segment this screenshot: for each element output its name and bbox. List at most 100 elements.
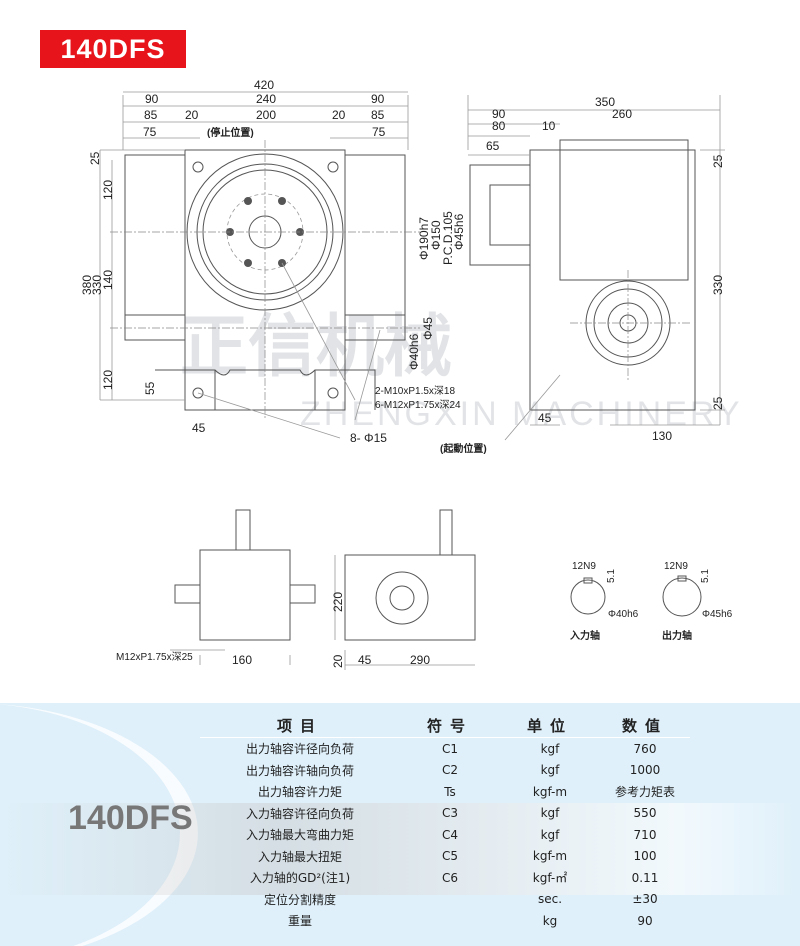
svg-text:入力轴: 入力轴 [570,629,600,642]
cell-item: 定位分割精度 [263,892,336,907]
svg-text:85: 85 [144,108,158,122]
svg-text:8- Φ15: 8- Φ15 [350,431,387,445]
cell-symbol: C5 [441,849,458,864]
cell-unit: kg [542,913,558,928]
cell-symbol: C2 [441,763,458,778]
svg-text:240: 240 [256,92,276,106]
cell-unit: kgf-㎡ [532,871,568,886]
header-item: 项目 [276,716,323,735]
cell-unit: kgf [540,827,560,842]
svg-text:90: 90 [492,107,506,121]
model-title-badge: 140DFS [40,30,186,68]
header-unit: 单位 [526,716,573,735]
cell-value: 90 [637,913,653,928]
cell-item: 重量 [287,914,312,929]
svg-text:75: 75 [143,125,157,139]
cell-unit: sec. [537,892,563,907]
cell-symbol [400,910,500,932]
model-label: 140DFS [68,799,193,837]
svg-text:45: 45 [192,421,206,435]
svg-text:80: 80 [492,119,506,133]
cell-value: 100 [633,849,657,864]
cell-item: 入力轴最大扭矩 [257,849,342,864]
svg-text:160: 160 [232,653,252,667]
front-dimensions: 420 90 240 90 85 20 200 20 85 75 75 (停止位… [80,78,461,445]
cell-item: 出力轴容许力矩 [257,785,342,800]
svg-text:P.C.D.105: P.C.D.105 [441,211,455,265]
svg-text:Φ40h6: Φ40h6 [407,333,421,370]
cell-unit: kgf [540,741,560,756]
svg-text:Φ40h6: Φ40h6 [608,609,639,620]
svg-text:12N9: 12N9 [664,561,688,572]
cell-item: 出力轴容许径向负荷 [245,742,354,757]
cell-item: 入力轴的GD²(注1) [249,871,351,886]
table-row: 重量 kg 90 [200,910,690,932]
svg-text:25: 25 [711,154,725,168]
table-header: 项目 符号 单位 数值 [200,713,690,738]
svg-text:90: 90 [145,92,159,106]
cell-symbol: Ts [444,784,456,799]
svg-text:5.1: 5.1 [700,569,711,583]
svg-text:90: 90 [371,92,385,106]
table-row: 出力轴容许轴向负荷 C2 kgf 1000 [200,760,690,782]
cell-symbol: C3 [441,806,458,821]
cell-value: 1000 [629,763,661,778]
svg-text:120: 120 [101,370,115,390]
svg-text:M12xP1.75x深25: M12xP1.75x深25 [116,651,193,663]
cell-symbol: C6 [441,870,458,885]
svg-text:200: 200 [256,108,276,122]
svg-text:260: 260 [612,107,632,121]
header-symbol: 符号 [426,716,473,735]
cell-unit: kgf-m [532,784,568,799]
header-value: 数值 [621,716,668,735]
cell-value: 710 [633,827,657,842]
svg-text:10: 10 [542,119,556,133]
table-row: 入力轴最大弯曲力矩 C4 kgf 710 [200,824,690,846]
svg-text:55: 55 [143,381,157,395]
svg-text:Φ45h6: Φ45h6 [702,609,733,620]
svg-text:Φ45h6: Φ45h6 [452,213,466,250]
svg-text:Φ45: Φ45 [421,317,435,340]
svg-text:ZHENGXIN MACHINERY: ZHENGXIN MACHINERY [300,395,743,433]
svg-text:140: 140 [101,270,115,290]
svg-text:420: 420 [254,78,274,92]
watermark: 正信机械 ZHENGXIN MACHINERY [180,309,743,433]
technical-drawing: 正信机械 ZHENGXIN MACHINERY 420 [80,78,743,670]
svg-text:6-M12xP1.75x深24: 6-M12xP1.75x深24 [375,399,461,411]
svg-text:Φ150: Φ150 [429,220,443,250]
svg-text:75: 75 [372,125,386,139]
svg-text:120: 120 [101,180,115,200]
svg-text:20: 20 [331,654,345,668]
bottom-dimensions: 220 20 45 290 160 M12xP1.75x深25 12N9 5.1… [116,561,733,668]
svg-text:130: 130 [652,429,672,443]
svg-text:20: 20 [332,108,346,122]
svg-text:(停止位置): (停止位置) [207,126,254,139]
cell-value: 参考力矩表 [614,785,675,800]
cell-item: 入力轴最大弯曲力矩 [245,828,354,843]
svg-text:2-M10xP1.5x深18: 2-M10xP1.5x深18 [375,385,455,397]
svg-text:正信机械: 正信机械 [180,309,452,385]
cell-unit: kgf [540,806,560,821]
svg-text:380: 380 [80,275,94,295]
svg-text:220: 220 [331,592,345,612]
cell-unit: kgf [540,763,560,778]
svg-text:65: 65 [486,139,500,153]
svg-text:20: 20 [185,108,199,122]
cell-item: 出力轴容许轴向负荷 [245,763,354,778]
svg-text:12N9: 12N9 [572,561,596,572]
front-view [99,91,420,439]
svg-text:出力轴: 出力轴 [662,629,692,642]
cell-symbol: C4 [441,827,458,842]
side-view [467,95,725,441]
table-row: 出力轴容许力矩 Ts kgf-m 参考力矩表 [200,781,690,803]
svg-text:330: 330 [711,275,725,295]
svg-text:Φ190h7: Φ190h7 [417,217,431,260]
